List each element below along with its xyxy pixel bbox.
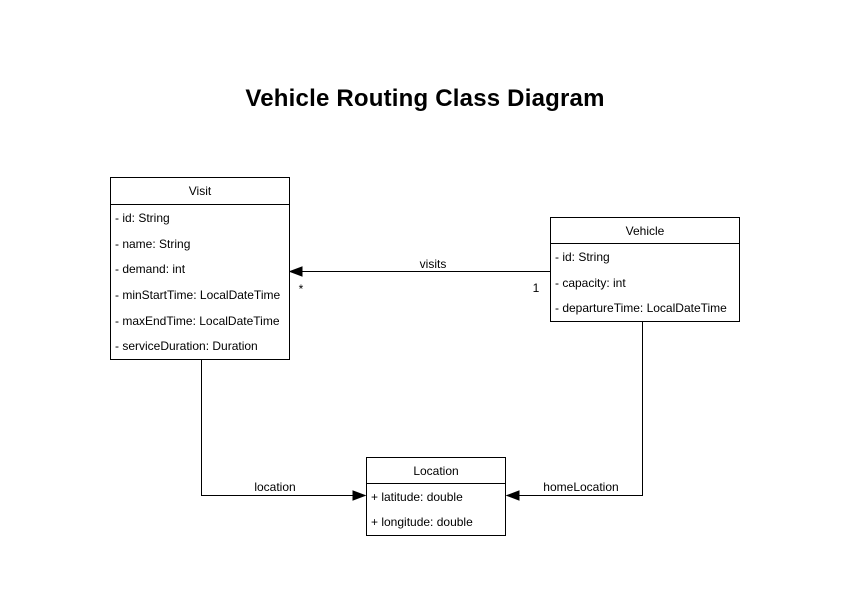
- edge-visits-arrowhead-icon: [288, 266, 303, 277]
- edge-label-location: location: [245, 481, 305, 494]
- edge-location-arrowhead-icon: [352, 490, 367, 501]
- attribute-row: + longitude: double: [371, 515, 473, 530]
- attribute-row: - departureTime: LocalDateTime: [555, 301, 727, 316]
- class-box-location[interactable]: Location + latitude: double + longitude:…: [366, 457, 506, 536]
- class-box-vehicle[interactable]: Vehicle - id: String - capacity: int - d…: [550, 217, 740, 322]
- attribute-row: - name: String: [115, 236, 191, 251]
- edge-homelocation-arrowhead-icon: [505, 490, 520, 501]
- multiplicity-one: 1: [532, 281, 540, 295]
- class-title-vehicle: Vehicle: [551, 218, 739, 244]
- edge-label-homelocation: homeLocation: [536, 481, 626, 494]
- attribute-row: - id: String: [555, 249, 610, 264]
- attribute-row: - minStartTime: LocalDateTime: [115, 287, 281, 302]
- multiplicity-star: *: [298, 282, 304, 296]
- attribute-row: - demand: int: [115, 262, 186, 277]
- class-attributes-visit: - id: String - name: String - demand: in…: [111, 205, 289, 359]
- class-attributes-location: + latitude: double + longitude: double: [367, 484, 505, 535]
- class-title-location: Location: [367, 458, 505, 484]
- class-box-visit[interactable]: Visit - id: String - name: String - dema…: [110, 177, 290, 360]
- edge-homelocation-line[interactable]: [510, 322, 643, 496]
- attribute-row: + latitude: double: [371, 489, 463, 504]
- edge-location-line[interactable]: [201, 360, 363, 496]
- class-attributes-vehicle: - id: String - capacity: int - departure…: [551, 244, 739, 321]
- edge-location[interactable]: [201, 360, 367, 501]
- edge-label-visits: visits: [403, 258, 463, 271]
- attribute-row: - maxEndTime: LocalDateTime: [115, 313, 280, 328]
- attribute-row: - id: String: [115, 210, 170, 225]
- attribute-row: - serviceDuration: Duration: [115, 339, 258, 354]
- class-title-visit: Visit: [111, 178, 289, 205]
- edge-homelocation[interactable]: [505, 322, 643, 501]
- edge-visits[interactable]: [288, 266, 550, 277]
- attribute-row: - capacity: int: [555, 275, 626, 290]
- page-title: Vehicle Routing Class Diagram: [245, 85, 605, 112]
